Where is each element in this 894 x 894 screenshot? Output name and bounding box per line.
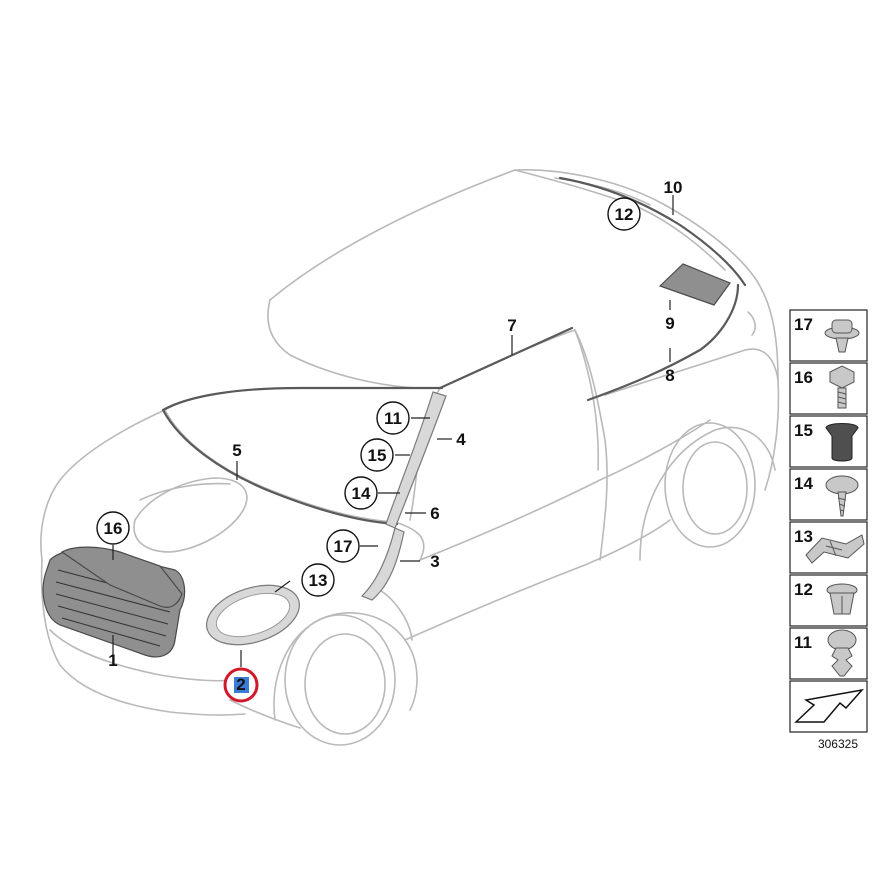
grille-cover-plate — [60, 546, 183, 608]
callout-17-circle — [326, 529, 360, 563]
lower-pillar-cover — [360, 527, 405, 601]
roof-rear-trim — [558, 176, 747, 287]
direction-arrow-icon — [794, 688, 864, 723]
callout-12-circle — [607, 197, 641, 231]
highlight-marker — [234, 677, 249, 693]
legend-num-12: 12 — [794, 580, 813, 599]
callout-16: 16 — [104, 519, 123, 538]
expanding-nut-icon — [826, 583, 858, 615]
callout-15: 15 — [368, 446, 387, 465]
fastener-legend: 17 16 15 14 13 12 11 — [789, 309, 868, 733]
spring-clip-icon — [805, 534, 865, 564]
callout-12: 12 — [615, 205, 634, 224]
callout-10: 10 — [664, 178, 683, 197]
callout-8: 8 — [665, 366, 674, 385]
push-clip-icon — [824, 319, 860, 353]
legend-num-15: 15 — [794, 421, 813, 440]
callout-5: 5 — [232, 441, 241, 460]
callout-4: 4 — [456, 430, 466, 449]
callout-2: 2 — [236, 675, 245, 694]
callout-6: 6 — [430, 504, 439, 523]
callout-3: 3 — [430, 552, 439, 571]
legend-num-16: 16 — [794, 368, 813, 387]
diagram-code: 306325 — [818, 737, 858, 751]
leader-lines — [112, 195, 674, 667]
callout-14-circle — [344, 476, 378, 510]
hex-bolt-icon — [829, 365, 855, 409]
callout-11-circle — [376, 401, 410, 435]
legend-row-12 — [789, 574, 868, 627]
callout-17: 17 — [334, 537, 353, 556]
callout-14: 14 — [352, 484, 371, 503]
callout-15-circle — [360, 438, 394, 472]
screw-icon — [825, 475, 859, 517]
roof-channel-strip — [438, 326, 574, 390]
rear-glass-panel — [658, 263, 731, 306]
callout-16-circle — [96, 511, 130, 545]
legend-row-14 — [789, 468, 868, 521]
callout-7: 7 — [507, 316, 516, 335]
callout-13-circle — [301, 563, 335, 597]
legend-num-17: 17 — [794, 315, 813, 334]
legend-num-14: 14 — [794, 474, 813, 493]
grommet-icon — [825, 423, 859, 462]
windshield-seal — [161, 386, 444, 526]
callout-9: 9 — [665, 314, 674, 333]
rear-window-seal — [586, 283, 740, 402]
callout-11: 11 — [384, 409, 402, 428]
tree-clip-icon — [827, 629, 857, 677]
callout-2-highlight: 2 — [223, 667, 259, 703]
legend-num-11: 11 — [794, 633, 812, 652]
callout-13: 13 — [309, 571, 328, 590]
legend-num-13: 13 — [794, 527, 813, 546]
legend-row-16 — [789, 362, 868, 415]
callout-1: 1 — [108, 651, 117, 670]
car-outline — [40, 168, 780, 746]
